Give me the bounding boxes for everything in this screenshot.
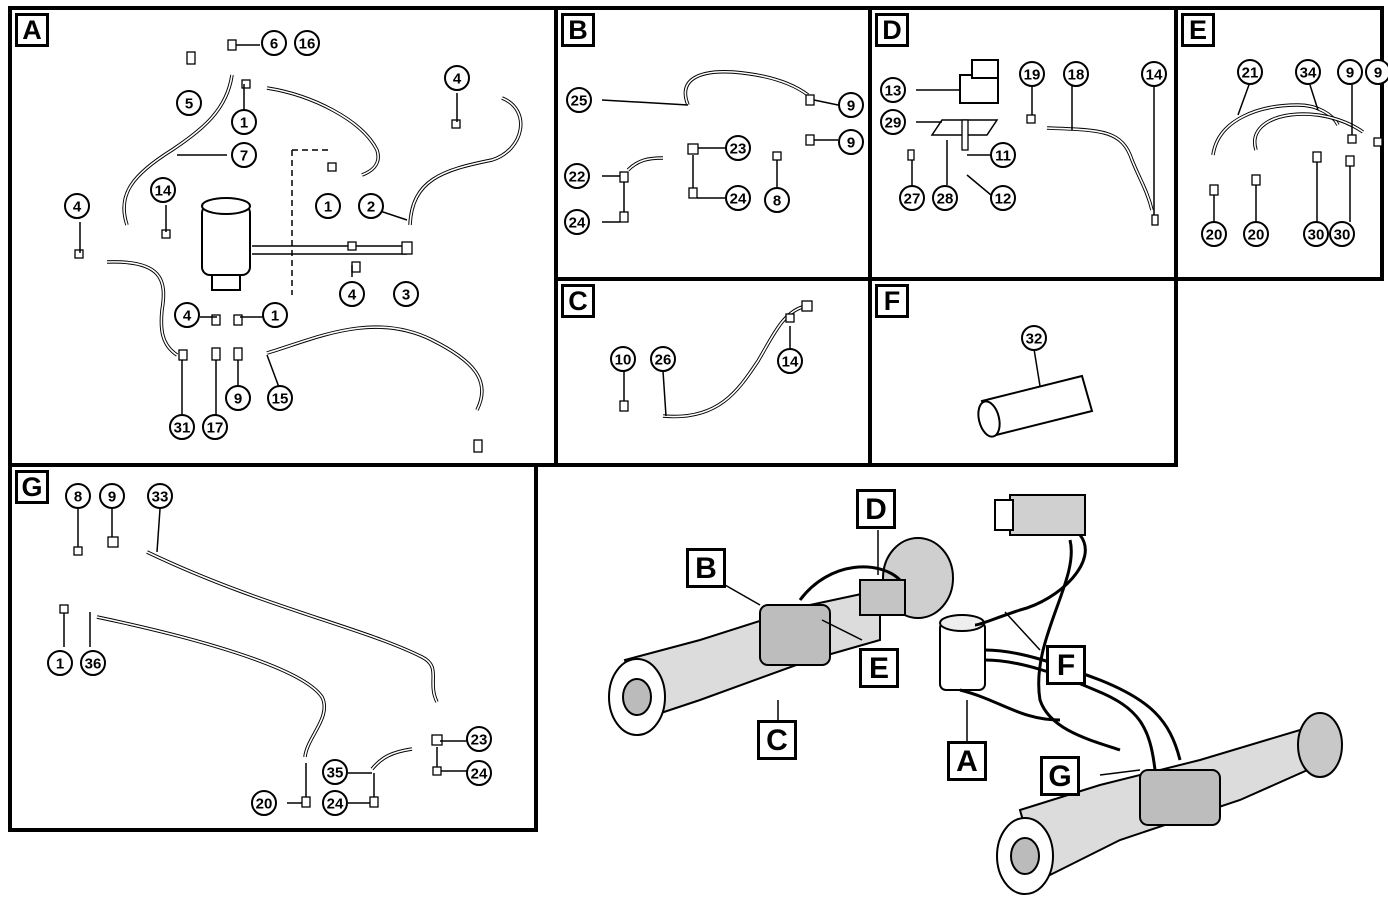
panel-f-letter: F — [875, 284, 909, 318]
overview-label-g: G — [1040, 756, 1080, 796]
callout: 30 — [1308, 227, 1325, 244]
overview-label-a: A — [947, 741, 987, 781]
overview-label-c: C — [757, 720, 797, 760]
callout: 15 — [272, 391, 289, 408]
callout: 1 — [271, 308, 279, 325]
overview-label-b: B — [686, 548, 726, 588]
callout: 8 — [74, 489, 82, 506]
callout: 25 — [571, 93, 588, 110]
callout: 26 — [655, 352, 672, 369]
callout: 12 — [995, 191, 1012, 208]
callout: 6 — [270, 36, 278, 53]
panel-g: G 8 9 33 1 36 23 35 24 20 24 — [8, 463, 538, 832]
callout: 10 — [615, 352, 632, 369]
panel-d-drawing — [907, 59, 1159, 226]
callout: 35 — [327, 765, 344, 782]
panel-c-letter: C — [561, 284, 595, 318]
panel-g-drawing — [59, 508, 467, 808]
panel-g-callouts: 8 9 33 1 36 23 35 24 20 24 — [47, 483, 492, 816]
callout: 30 — [1334, 227, 1351, 244]
callout: 1 — [324, 199, 332, 216]
panel-a-callouts: 6 16 5 1 7 4 14 2 1 4 4 3 4 1 31 17 9 15 — [64, 30, 470, 440]
panel-a: A — [8, 6, 558, 467]
panel-a-drawing — [74, 39, 523, 453]
panel-b: B 25 9 23 9 22 24 8 24 — [554, 6, 872, 281]
callout: 9 — [108, 489, 116, 506]
callout: 29 — [885, 115, 902, 132]
callout: 14 — [155, 183, 172, 200]
callout: 33 — [152, 489, 169, 506]
callout: 24 — [730, 191, 747, 208]
panel-e: E 21 34 9 9 20 20 30 30 — [1174, 6, 1388, 281]
callout: 3 — [402, 287, 410, 304]
callout: 17 — [207, 420, 224, 437]
panel-c-drawing — [619, 300, 813, 419]
callout: 9 — [1374, 65, 1382, 82]
panel-b-drawing — [601, 70, 839, 223]
callout: 1 — [240, 115, 248, 132]
callout: 14 — [782, 354, 799, 371]
callout: 9 — [1346, 65, 1354, 82]
panel-c: C 10 26 14 — [554, 277, 872, 467]
callout: 4 — [73, 199, 82, 216]
callout: 23 — [471, 732, 488, 749]
callout: 31 — [174, 420, 191, 437]
callout: 4 — [183, 308, 192, 325]
callout: 36 — [85, 656, 102, 673]
callout: 14 — [1146, 67, 1163, 84]
overview-label-f: F — [1046, 645, 1086, 685]
panel-d-letter: D — [875, 13, 909, 47]
callout: 9 — [847, 135, 855, 152]
callout: 18 — [1068, 67, 1085, 84]
callout: 20 — [1248, 227, 1265, 244]
panel-f: F 32 — [868, 277, 1178, 467]
panel-e-callouts: 21 34 9 9 20 20 30 30 — [1201, 59, 1388, 247]
panel-a-letter: A — [15, 13, 49, 47]
panel-e-letter: E — [1181, 13, 1215, 47]
callout: 23 — [730, 141, 747, 158]
overview-label-d: D — [856, 489, 896, 529]
callout: 20 — [1206, 227, 1223, 244]
callout: 16 — [299, 36, 316, 53]
callout: 1 — [56, 656, 64, 673]
panel-f-callouts: 32 — [1021, 325, 1047, 351]
panel-g-letter: G — [15, 470, 49, 504]
panel-e-drawing — [1209, 81, 1383, 222]
callout: 4 — [453, 71, 462, 88]
callout: 27 — [904, 191, 921, 208]
callout: 2 — [367, 199, 375, 216]
callout: 11 — [995, 148, 1011, 165]
callout: 34 — [1300, 65, 1317, 82]
callout: 4 — [348, 287, 357, 304]
callout: 19 — [1024, 67, 1041, 84]
callout: 24 — [569, 215, 586, 232]
panel-d-callouts: 13 19 18 14 29 11 27 28 12 — [880, 61, 1167, 211]
panel-f-drawing — [977, 348, 1094, 438]
panel-b-letter: B — [561, 13, 595, 47]
callout: 24 — [327, 796, 344, 813]
panel-c-callouts: 10 26 14 — [610, 346, 803, 374]
callout: 28 — [937, 191, 954, 208]
panel-d: D 13 19 18 14 29 11 27 28 12 — [868, 6, 1178, 281]
callout: 20 — [256, 796, 273, 813]
panel-b-callouts: 25 9 23 9 22 24 8 24 — [564, 87, 864, 235]
callout: 8 — [773, 193, 781, 210]
callout: 32 — [1026, 331, 1043, 348]
callout: 24 — [471, 766, 488, 783]
callout: 5 — [185, 96, 193, 113]
overview-label-e: E — [859, 648, 899, 688]
callout: 21 — [1242, 65, 1259, 82]
callout: 7 — [240, 148, 248, 165]
callout: 13 — [885, 83, 902, 100]
callout: 9 — [234, 391, 242, 408]
callout: 9 — [847, 98, 855, 115]
callout: 22 — [569, 169, 586, 186]
